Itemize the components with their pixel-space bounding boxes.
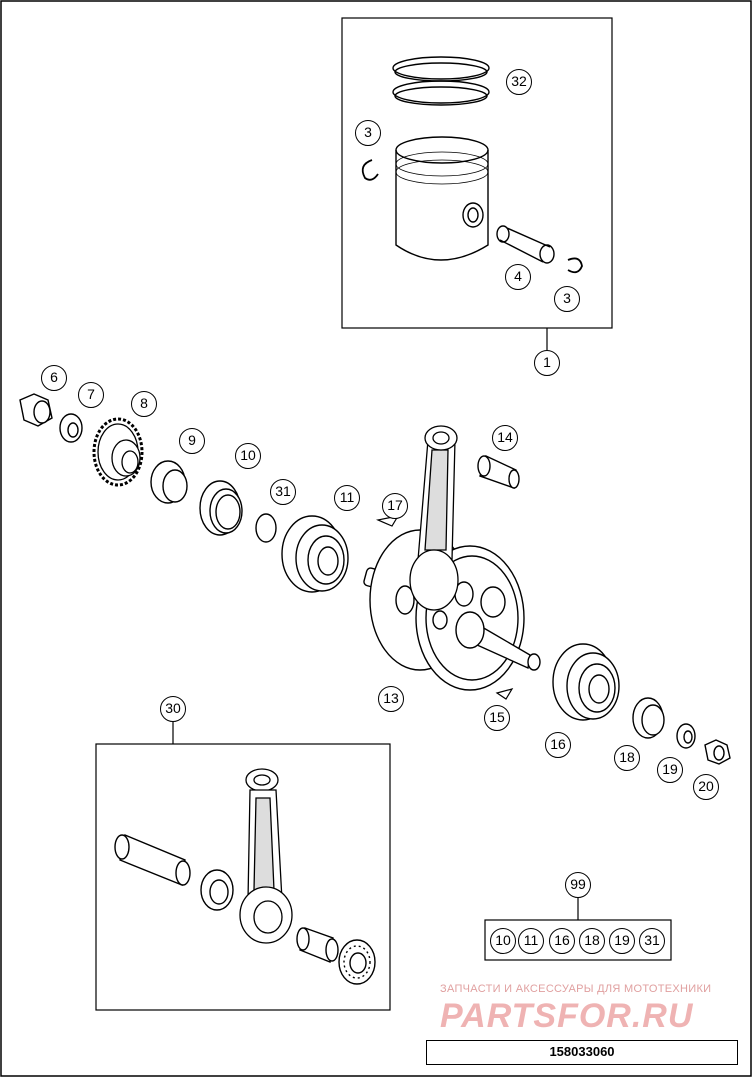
callout-11[interactable]: 11 xyxy=(334,485,360,511)
kit-99-item[interactable]: 11 xyxy=(518,928,544,954)
needle-bearing-small-end xyxy=(477,455,520,489)
watermark-subtitle: ЗАПЧАСТИ И АКСЕССУАРЫ ДЛЯ МОТОТЕХНИКИ xyxy=(440,983,712,995)
callout-16[interactable]: 16 xyxy=(545,732,571,758)
oil-seal-left xyxy=(199,480,243,536)
kit-99-item[interactable]: 18 xyxy=(579,928,605,954)
nut-right xyxy=(704,739,731,765)
conrod-kit-pin xyxy=(114,834,191,886)
callout-30[interactable]: 30 xyxy=(160,696,186,722)
washer-left xyxy=(59,413,83,443)
kit-99-item[interactable]: 31 xyxy=(639,928,665,954)
callout-14[interactable]: 14 xyxy=(492,425,518,451)
callout-10[interactable]: 10 xyxy=(235,443,261,469)
callout-19[interactable]: 19 xyxy=(657,757,683,783)
callout-3-upper[interactable]: 3 xyxy=(355,120,381,146)
callout-4[interactable]: 4 xyxy=(505,264,531,290)
callout-15[interactable]: 15 xyxy=(484,705,510,731)
piston xyxy=(395,136,489,261)
callout-13[interactable]: 13 xyxy=(378,686,404,712)
gear xyxy=(92,417,144,487)
callout-6[interactable]: 6 xyxy=(41,365,67,391)
o-ring xyxy=(255,513,277,543)
piston-kit-box xyxy=(341,17,613,329)
conrod-kit-box xyxy=(95,743,391,1011)
callout-8[interactable]: 8 xyxy=(131,391,157,417)
washer-right xyxy=(676,723,696,749)
kit-99-item[interactable]: 10 xyxy=(490,928,516,954)
callout-17[interactable]: 17 xyxy=(382,493,408,519)
callout-18[interactable]: 18 xyxy=(614,745,640,771)
nut-left xyxy=(19,393,53,427)
circlip-lower xyxy=(567,257,583,274)
main-bearing-right xyxy=(552,643,620,721)
woodruff-key-lower xyxy=(495,688,514,700)
callout-9[interactable]: 9 xyxy=(179,428,205,454)
circlip-upper xyxy=(361,159,379,181)
document-number: 158033060 xyxy=(426,1040,738,1065)
callout-31[interactable]: 31 xyxy=(270,479,296,505)
conrod-kit-thrust-washer xyxy=(338,939,376,985)
callout-32[interactable]: 32 xyxy=(506,69,532,95)
callout-20[interactable]: 20 xyxy=(693,774,719,800)
piston-pin xyxy=(496,225,555,264)
kit-99-item[interactable]: 19 xyxy=(609,928,635,954)
connecting-rod xyxy=(409,425,459,611)
kit-99-item[interactable]: 16 xyxy=(549,928,575,954)
main-bearing-left xyxy=(281,515,349,593)
kit-99-box xyxy=(484,919,672,961)
callout-3-lower[interactable]: 3 xyxy=(554,286,580,312)
watermark-brand: PARTSFOR.RU xyxy=(440,997,694,1035)
callout-7[interactable]: 7 xyxy=(78,382,104,408)
conrod-kit-washer xyxy=(200,869,234,911)
oil-seal-right xyxy=(632,697,665,739)
piston-rings xyxy=(392,56,490,106)
conrod-kit-rod xyxy=(239,768,293,944)
callout-99[interactable]: 99 xyxy=(565,872,591,898)
conrod-kit-bearing xyxy=(296,927,339,963)
callout-1[interactable]: 1 xyxy=(534,350,560,376)
bearing-sleeve xyxy=(150,460,188,504)
